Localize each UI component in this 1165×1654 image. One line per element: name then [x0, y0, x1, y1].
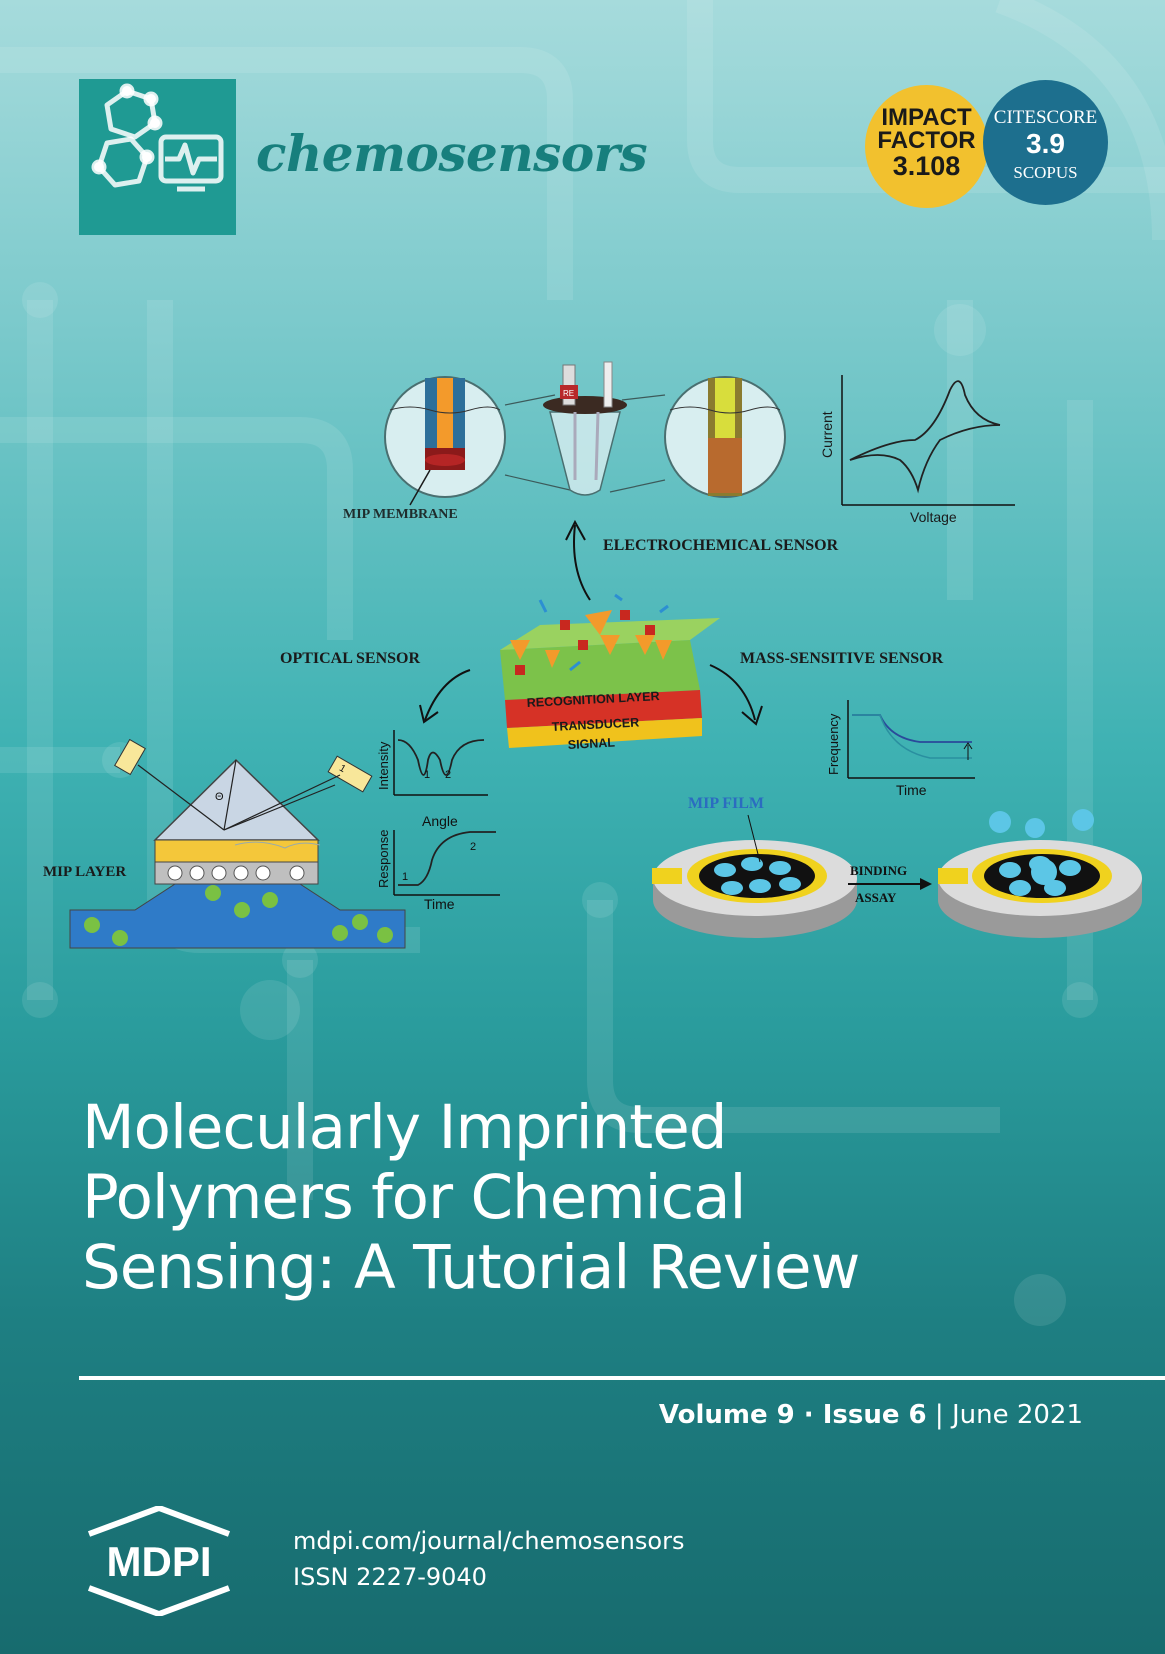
electrochemical-cell-icon: RE: [543, 361, 627, 496]
mdpi-logo: MDPI: [87, 1506, 231, 1616]
journal-name: chemosensors: [256, 124, 648, 183]
citescore-badge: CITESCORE 3.9 SCOPUS: [983, 80, 1108, 205]
binding-label: BINDING: [850, 863, 907, 878]
chemosensors-logo-icon: [91, 83, 224, 192]
signal-label: SIGNAL: [567, 736, 615, 752]
optical-sensor-label: OPTICAL SENSOR: [280, 650, 420, 667]
pointer-line: [409, 469, 431, 506]
qcm-disc-right: [938, 809, 1142, 938]
freq-ylabel: Frequency: [826, 713, 841, 775]
recognition-layer-label: RECOGNITION LAYER: [526, 689, 659, 710]
cv-xlabel: Voltage: [910, 509, 957, 525]
issue-separator: ·: [794, 1400, 823, 1430]
angle-xlabel: Angle: [422, 813, 458, 829]
cover-figure: MIP MEMBRANE RE Voltage: [43, 361, 1142, 949]
sensor-arrows: [419, 519, 763, 726]
mdpi-logo-hexagon-bottom: [87, 1585, 231, 1616]
citescore-value: 3.9: [1026, 128, 1065, 159]
assay-label: ASSAY: [855, 890, 897, 905]
theta-symbol: Θ: [215, 791, 224, 803]
mdpi-wordmark: MDPI: [107, 1538, 212, 1585]
intensity-ylabel: Intensity: [376, 741, 391, 790]
cyclic-voltammogram-chart: Voltage Current: [819, 375, 1015, 525]
mip-membrane-label: MIP MEMBRANE: [343, 507, 458, 522]
curve-1-label: 1: [424, 769, 430, 781]
impact-factor-value: 3.108: [892, 151, 961, 181]
issue-text: Issue 6: [822, 1400, 927, 1430]
electrochemical-sensor-label: ELECTROCHEMICAL SENSOR: [603, 537, 839, 554]
issn-text: ISSN 2227-9040: [293, 1563, 487, 1591]
detector-label: 1: [337, 763, 348, 776]
impact-factor-label-2: FACTOR: [877, 127, 976, 154]
qcm-disc-left: [652, 814, 857, 938]
mdpi-logo-hexagon-top: [87, 1506, 231, 1537]
article-title: Molecularly Imprinted Polymers for Chemi…: [82, 1093, 1122, 1303]
impact-factor-badge: IMPACT FACTOR 3.108: [865, 85, 988, 208]
response-time-chart: 1 2 Time Response: [376, 829, 500, 912]
citescore-source: SCOPUS: [1013, 163, 1078, 182]
response-2-label: 2: [470, 841, 476, 853]
title-line-2: Polymers for Chemical: [82, 1162, 746, 1233]
title-line-3: Sensing: A Tutorial Review: [82, 1232, 860, 1303]
impact-factor-label: IMPACT: [881, 104, 972, 131]
cv-ylabel: Current: [819, 411, 835, 458]
response-ylabel: Response: [376, 829, 391, 888]
issue-divider: |: [926, 1400, 952, 1430]
title-line-1: Molecularly Imprinted: [82, 1092, 727, 1163]
divider-rule: [79, 1376, 1165, 1380]
curve-2-label: 2: [445, 769, 451, 781]
issue-date: June 2021: [951, 1400, 1083, 1430]
re-label: RE: [563, 389, 574, 398]
frequency-time-chart: Time Frequency: [826, 700, 975, 798]
response-1-label: 1: [402, 871, 408, 883]
electrode-magnifier-right: [664, 376, 786, 498]
response-xlabel: Time: [424, 896, 455, 912]
optical-prism-diagram: 1 Θ: [69, 738, 406, 949]
journal-url[interactable]: mdpi.com/journal/chemosensors: [293, 1527, 685, 1555]
volume-text: Volume 9: [658, 1400, 795, 1430]
mass-sensitive-sensor-label: MASS-SENSITIVE SENSOR: [740, 650, 944, 667]
freq-xlabel: Time: [896, 782, 927, 798]
journal-logo: [79, 79, 236, 235]
sensor-layer-block: RECOGNITION LAYER TRANSDUCER SIGNAL: [500, 593, 720, 752]
electrode-magnifier-left: [384, 376, 506, 498]
mip-layer-label: MIP LAYER: [43, 864, 126, 880]
intensity-angle-chart: 1 2 Angle Intensity: [376, 730, 488, 829]
mip-film-label: MIP FILM: [688, 795, 764, 812]
transducer-label: TRANSDUCER: [551, 715, 639, 734]
citescore-label: CITESCORE: [993, 107, 1098, 128]
issue-info: Volume 9 · Issue 6 | June 2021: [659, 1400, 1083, 1430]
